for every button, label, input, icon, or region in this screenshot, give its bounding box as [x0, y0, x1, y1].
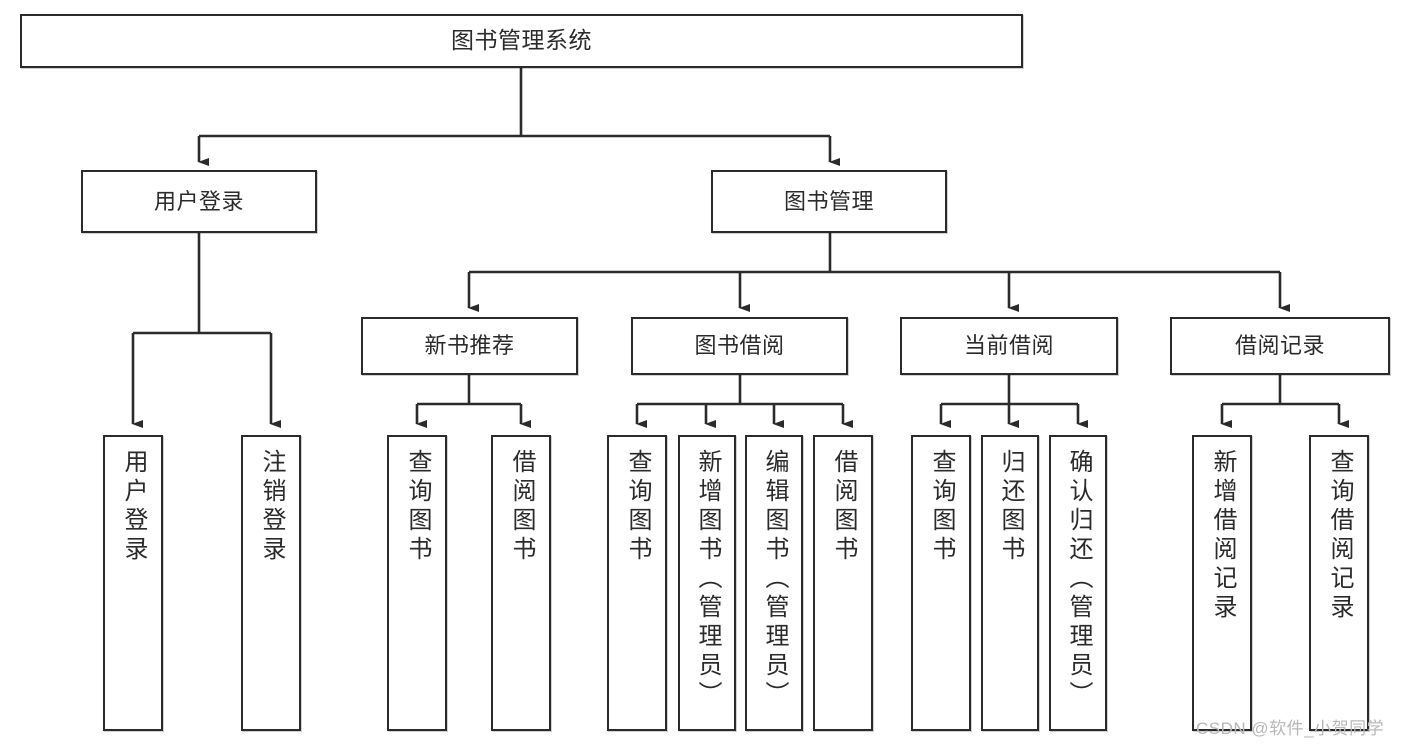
leaf-query-books-current[interactable]: 查询图书 [911, 435, 971, 731]
node-current-borrow[interactable]: 当前借阅 [900, 317, 1118, 375]
node-label: 借阅图书 [830, 449, 857, 565]
node-label: 注销登录 [258, 449, 285, 565]
node-label: 新书推荐 [424, 333, 515, 359]
node-label: 用户登录 [153, 188, 244, 214]
leaf-add-borrow-record[interactable]: 新增借阅记录 [1192, 435, 1252, 731]
node-user-login[interactable]: 用户登录 [81, 170, 317, 233]
leaf-borrow-books-new[interactable]: 借阅图书 [491, 435, 551, 731]
node-label: 图书管理 [783, 188, 874, 214]
node-borrow-records[interactable]: 借阅记录 [1170, 317, 1390, 375]
node-label: 编辑图书（管理员） [761, 449, 788, 710]
node-root-system[interactable]: 图书管理系统 [20, 14, 1023, 68]
node-label: 借阅记录 [1234, 333, 1325, 359]
node-label: 查询图书 [928, 449, 955, 565]
node-label: 确认归还（管理员） [1065, 449, 1092, 710]
leaf-query-borrow-record[interactable]: 查询借阅记录 [1309, 435, 1369, 731]
csdn-watermark: CSDN @软件_小贺同学 [1196, 719, 1385, 738]
leaf-query-books-new[interactable]: 查询图书 [387, 435, 447, 731]
node-book-management[interactable]: 图书管理 [711, 170, 947, 233]
leaf-user-login[interactable]: 用户登录 [103, 435, 163, 731]
node-label: 查询借阅记录 [1326, 449, 1353, 623]
node-label: 借阅图书 [508, 449, 535, 565]
leaf-borrow-books[interactable]: 借阅图书 [813, 435, 873, 731]
node-label: 用户登录 [120, 449, 147, 565]
node-label: 归还图书 [997, 449, 1024, 565]
leaf-logout[interactable]: 注销登录 [241, 435, 301, 731]
node-label: 图书借阅 [694, 333, 785, 359]
leaf-add-book-admin[interactable]: 新增图书（管理员） [678, 435, 736, 731]
node-book-borrow[interactable]: 图书借阅 [631, 317, 848, 375]
node-label: 新增图书（管理员） [694, 449, 721, 710]
leaf-confirm-return-admin[interactable]: 确认归还（管理员） [1049, 435, 1107, 731]
leaf-return-books[interactable]: 归还图书 [981, 435, 1039, 731]
node-new-book-recommend[interactable]: 新书推荐 [361, 317, 578, 375]
node-label: 图书管理系统 [451, 27, 592, 54]
node-label: 查询图书 [404, 449, 431, 565]
leaf-query-books-borrow[interactable]: 查询图书 [607, 435, 667, 731]
node-label: 当前借阅 [963, 333, 1054, 359]
leaf-edit-book-admin[interactable]: 编辑图书（管理员） [745, 435, 803, 731]
node-label: 新增借阅记录 [1209, 449, 1236, 623]
node-label: 查询图书 [624, 449, 651, 565]
